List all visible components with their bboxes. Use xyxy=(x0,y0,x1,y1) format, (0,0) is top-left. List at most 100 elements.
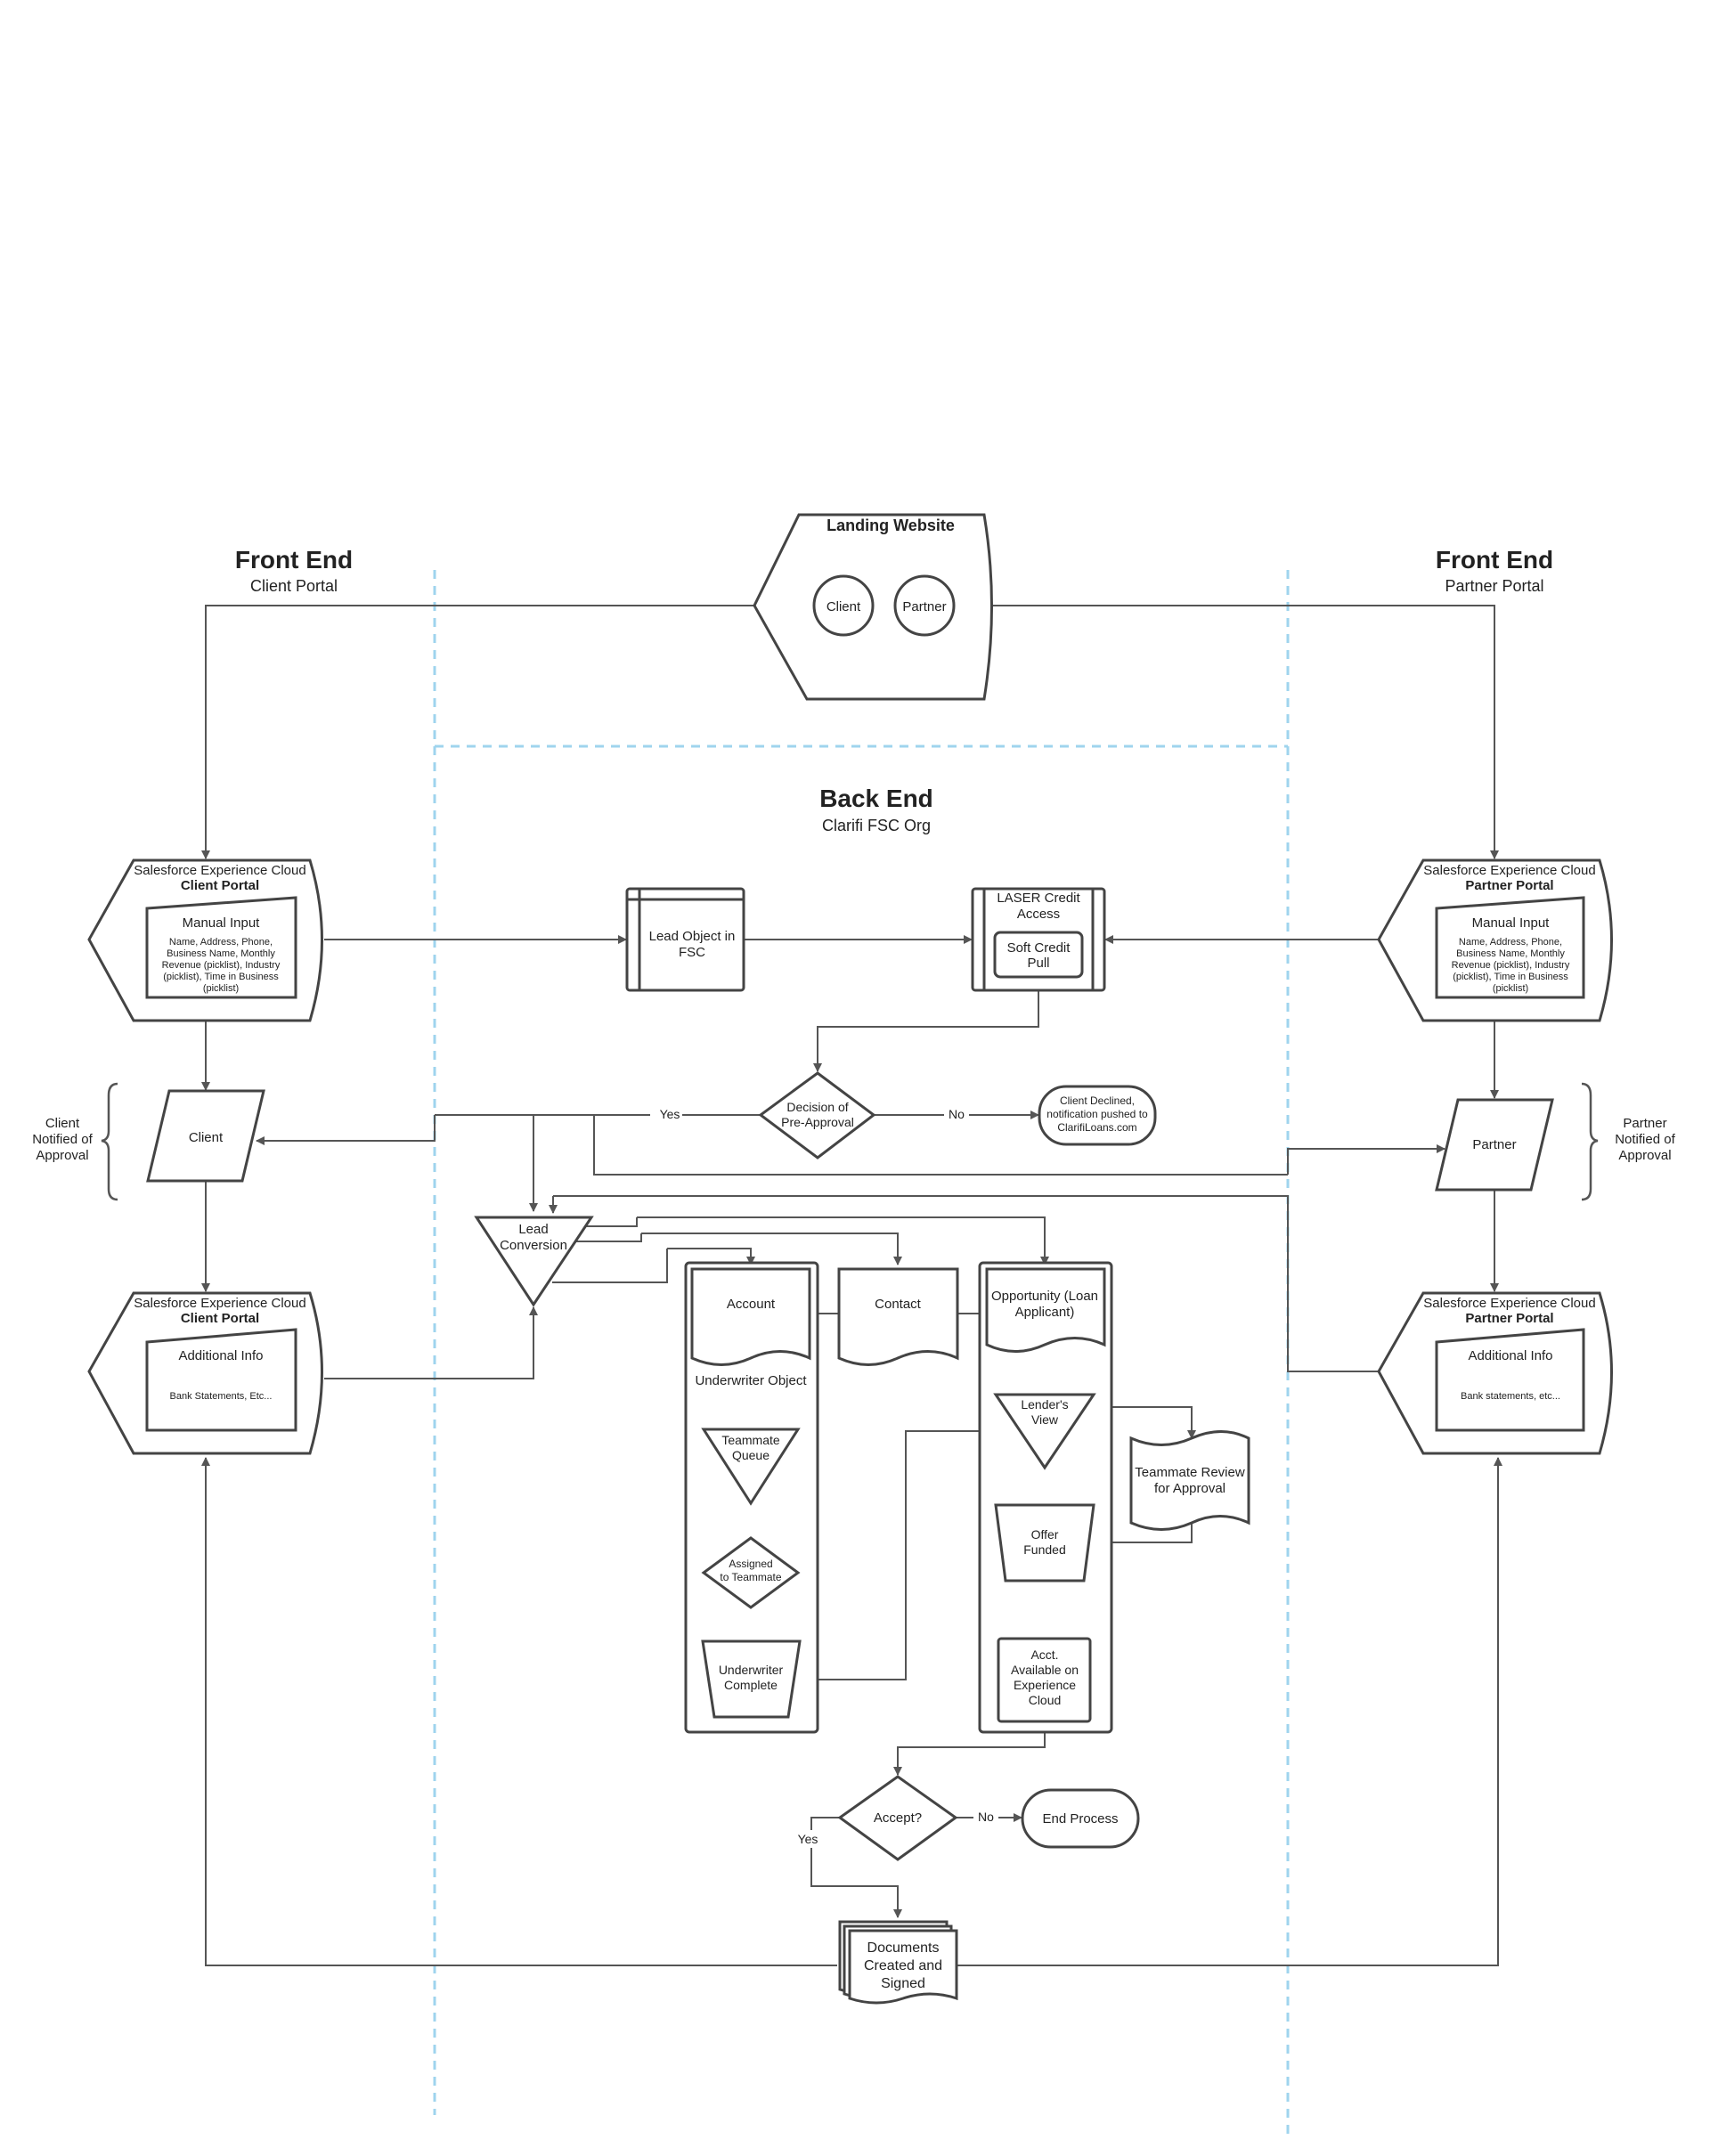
connectors xyxy=(201,605,1502,1966)
accept-no-bg xyxy=(973,1809,998,1826)
client-declined-terminal: Client Declined, notification pushed to … xyxy=(1038,1085,1157,1146)
partner-notified-line2: Notified of xyxy=(1615,1132,1675,1147)
landing-partner-circle xyxy=(893,574,956,637)
partner-manual-input-line: (picklist) xyxy=(1493,983,1528,994)
underwriter-complete-line1: Underwriter xyxy=(719,1663,784,1677)
decision-line1: Decision of xyxy=(786,1100,848,1114)
partner-notified-group: Partner Partner Notified of Approval xyxy=(1435,1082,1676,1201)
client-additional-info-title: Additional Info xyxy=(178,1348,263,1363)
landing-partner-label: Partner xyxy=(902,599,946,614)
partner-manual-input-line: Name, Address, Phone, xyxy=(1459,937,1562,948)
client-notified-line2: Notified of xyxy=(32,1132,93,1147)
lead-object: Lead Object in FSC xyxy=(625,887,745,992)
teammate-queue-line2: Queue xyxy=(732,1448,770,1462)
lead-conversion-line1: Lead xyxy=(518,1222,548,1237)
landing-website: Landing Website Client Partner xyxy=(753,513,993,701)
partner-portal-bottom: Salesforce Experience Cloud Partner Port… xyxy=(1377,1291,1613,1455)
opportunity-pool xyxy=(978,1261,1113,1734)
no-label-bg xyxy=(944,1105,969,1123)
back-end-subtitle: Clarifi FSC Org xyxy=(822,817,931,834)
lenders-view-line2: View xyxy=(1031,1412,1059,1427)
client-notified-line1: Client xyxy=(45,1116,80,1131)
assigned-line2: to Teammate xyxy=(720,1571,781,1583)
contact-label: Contact xyxy=(875,1297,922,1312)
client-portal-bottom: Salesforce Experience Cloud Client Porta… xyxy=(87,1291,323,1455)
soft-credit-pull-box xyxy=(993,931,1084,979)
partner-manual-input-line: (picklist), Time in Business xyxy=(1453,972,1568,982)
accept-no-label: No xyxy=(978,1810,994,1824)
teammate-review-line1: Teammate Review xyxy=(1135,1465,1245,1480)
client-manual-input-title: Manual Input xyxy=(183,915,261,931)
accept-label: Accept? xyxy=(874,1810,922,1826)
declined-line1: Client Declined, xyxy=(1060,1094,1135,1107)
accept-yes-label: Yes xyxy=(798,1832,818,1846)
acct-available-line1: Acct. xyxy=(1030,1648,1058,1662)
teammate-queue-line1: Teammate xyxy=(721,1433,780,1447)
account-label: Account xyxy=(727,1297,776,1312)
client-additional-info-note: Bank Statements, Etc... xyxy=(170,1391,273,1402)
lenders-view: Lender's View xyxy=(993,1393,1096,1470)
offer-funded: Offer Funded xyxy=(994,1503,1095,1582)
partner-portal-bottom-line1: Salesforce Experience Cloud xyxy=(1423,1296,1595,1311)
partner-portal-top: Salesforce Experience Cloud Partner Port… xyxy=(1377,858,1613,1022)
client-notified-group: Client Notified of Approval Client xyxy=(32,1082,265,1201)
client-portal-top: Salesforce Experience Cloud Client Porta… xyxy=(87,858,323,1022)
offer-funded-line1: Offer xyxy=(1031,1527,1059,1542)
front-end-right-title: Front End xyxy=(1436,546,1553,574)
client-additional-info-card xyxy=(145,1328,297,1432)
soft-credit-line2: Pull xyxy=(1027,956,1049,971)
client-manual-input-line: (picklist), Time in Business xyxy=(163,972,279,982)
acct-available-line2: Available on xyxy=(1011,1663,1079,1677)
decision-no-label: No xyxy=(949,1107,965,1121)
lenders-view-line1: Lender's xyxy=(1021,1397,1068,1412)
acct-available: Acct. Available on Experience Cloud xyxy=(997,1637,1092,1723)
documents-line2: Created and xyxy=(864,1958,942,1973)
assigned-to-teammate: Assigned to Teammate xyxy=(701,1536,801,1609)
underwriter-complete-line2: Complete xyxy=(724,1678,778,1692)
laser-credit-access: LASER Credit Access Soft Credit Pull xyxy=(971,887,1106,992)
account-document: Account xyxy=(690,1267,811,1366)
client-portal-bottom-line1: Salesforce Experience Cloud xyxy=(134,1296,305,1311)
client-notified-line3: Approval xyxy=(36,1148,88,1163)
documents-line1: Documents xyxy=(867,1940,940,1956)
underwriter-object-label: Underwriter Object xyxy=(695,1373,807,1388)
partner-manual-input-line: Business Name, Monthly xyxy=(1456,948,1565,959)
partner-additional-info-card xyxy=(1435,1328,1585,1432)
client-manual-input-line: Revenue (picklist), Industry xyxy=(162,960,281,971)
decision-pre-approval: Decision of Pre-Approval xyxy=(758,1071,876,1159)
lead-object-line2: FSC xyxy=(679,945,705,960)
end-process-label: End Process xyxy=(1042,1811,1118,1826)
teammate-review: Teammate Review for Approval xyxy=(1129,1430,1250,1531)
client-manual-input-card xyxy=(145,896,297,999)
partner-portal-bottom-line2: Partner Portal xyxy=(1465,1311,1553,1326)
assigned-line1: Assigned xyxy=(729,1558,772,1570)
client-notified-brace xyxy=(101,1082,118,1201)
acct-available-line3: Experience xyxy=(1014,1678,1076,1692)
documents-line3: Signed xyxy=(881,1976,925,1991)
lead-conversion: Lead Conversion xyxy=(474,1216,594,1307)
decision-line2: Pre-Approval xyxy=(781,1115,854,1129)
landing-client-label: Client xyxy=(826,599,861,614)
end-process: End Process xyxy=(1021,1788,1140,1849)
partner-additional-info-note: Bank statements, etc... xyxy=(1461,1391,1560,1402)
lead-conversion-line2: Conversion xyxy=(500,1238,567,1253)
partner-notified-brace xyxy=(1581,1082,1599,1201)
partner-manual-input-card xyxy=(1435,896,1585,999)
landing-title: Landing Website xyxy=(826,517,955,534)
partner-parallelogram xyxy=(1435,1098,1554,1192)
yes-label-bg xyxy=(650,1105,682,1123)
partner-manual-input-title: Manual Input xyxy=(1472,915,1551,931)
teammate-review-line2: for Approval xyxy=(1154,1481,1226,1496)
offer-funded-line2: Funded xyxy=(1023,1542,1065,1557)
front-end-left-subtitle: Client Portal xyxy=(250,577,338,595)
landing-client-circle xyxy=(812,574,875,637)
declined-line3: ClarifiLoans.com xyxy=(1057,1121,1136,1134)
client-portal-bottom-line2: Client Portal xyxy=(181,1311,259,1326)
declined-line2: notification pushed to xyxy=(1046,1108,1148,1120)
client-manual-input-line: Name, Address, Phone, xyxy=(169,937,273,948)
client-portal-top-line1: Salesforce Experience Cloud xyxy=(134,863,305,878)
lead-object-line1: Lead Object in xyxy=(649,929,736,944)
accept-decision: Accept? xyxy=(837,1775,958,1861)
accept-yes-bg xyxy=(793,1830,823,1848)
